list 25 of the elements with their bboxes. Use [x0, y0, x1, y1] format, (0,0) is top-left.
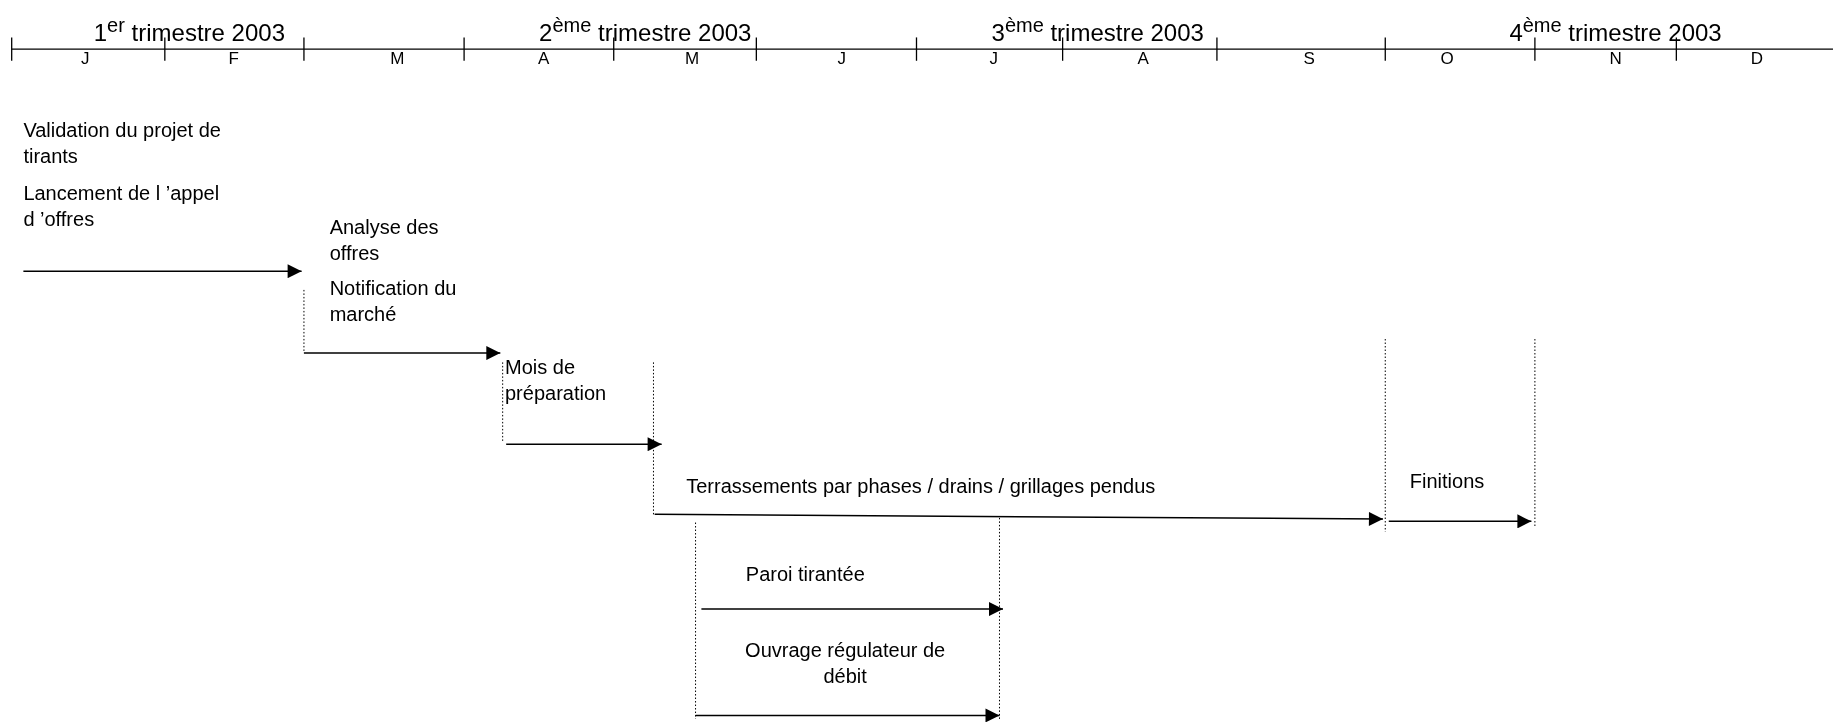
task-label: Mois de préparation [505, 355, 608, 407]
quarter-heading: 4$^{ème}$ trimestre 2003 [1509, 12, 1722, 48]
month-label: M [684, 47, 700, 70]
task-label: Notification du marché [329, 275, 458, 327]
month-label: A [1137, 47, 1149, 70]
task-label: Paroi tirantée [745, 562, 865, 588]
task-label: Validation du projet de tirants [23, 117, 222, 169]
task-label: Analyse des offres [329, 214, 440, 266]
month-label: J [81, 47, 90, 70]
month-label: S [1303, 47, 1315, 70]
quarter-heading: 3$^{ème}$ trimestre 2003 [991, 12, 1204, 48]
task-label: Finitions [1409, 468, 1485, 494]
month-label: A [537, 47, 550, 70]
task-label: Terrassements par phases / drains / grillages pendus [686, 474, 1156, 500]
task-label: Ouvrage régulateur de débit [744, 638, 947, 690]
month-label: O [1440, 47, 1454, 70]
month-label: N [1609, 47, 1622, 70]
month-label: F [228, 47, 239, 70]
quarter-heading: 1$^{er}$ trimestre 2003 [93, 12, 285, 48]
month-label: J [837, 47, 846, 70]
month-label: M [390, 47, 405, 70]
task-label: Lancement de l ’appel d ’offres [23, 181, 221, 232]
month-label: J [989, 47, 998, 70]
month-label: D [1750, 47, 1764, 70]
quarter-heading: 2$^{ème}$ trimestre 2003 [539, 12, 752, 48]
